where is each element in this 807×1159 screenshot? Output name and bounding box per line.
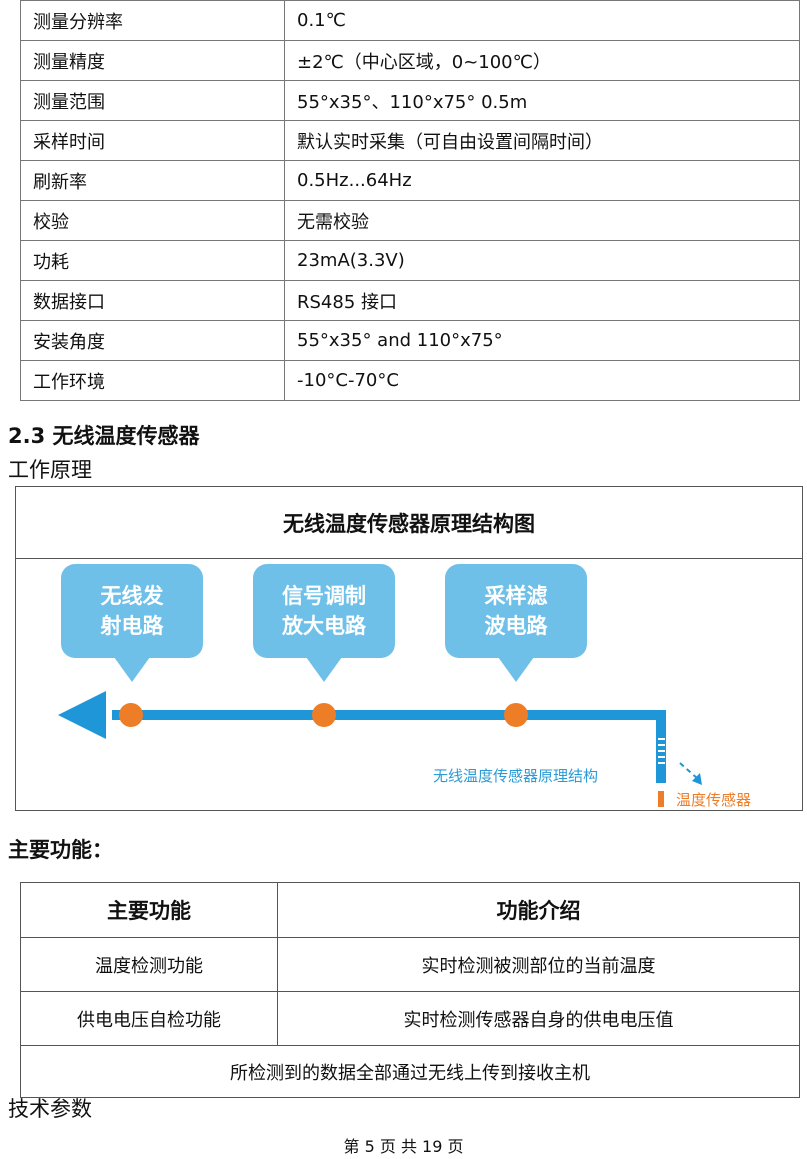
signal-line <box>112 710 666 783</box>
spec-label: 安装角度 <box>20 320 285 361</box>
function-name: 温度检测功能 <box>20 937 278 992</box>
header-description: 功能介绍 <box>277 882 800 938</box>
spec-label: 数据接口 <box>20 280 285 321</box>
table-row: 校验无需校验 <box>20 200 800 241</box>
spec-label: 测量分辨率 <box>20 0 285 41</box>
spec-value: 55°x35°、110°x75° 0.5m <box>284 80 800 121</box>
spec-label: 测量精度 <box>20 40 285 81</box>
functions-table: 主要功能 功能介绍 温度检测功能 实时检测被测部位的当前温度 供电电压自检功能 … <box>20 882 800 1098</box>
sensor-probe-icon <box>658 791 664 807</box>
spec-value: RS485 接口 <box>284 280 800 321</box>
spec-value: 0.5Hz...64Hz <box>284 160 800 201</box>
node-dot <box>504 703 528 727</box>
spec-value: 23mA(3.3V) <box>284 240 800 281</box>
spec-value: 默认实时采集（可自由设置间隔时间） <box>284 120 800 161</box>
bubble-signal-modulation: 信号调制 放大电路 <box>253 564 395 682</box>
table-row: 供电电压自检功能 实时检测传感器自身的供电电压值 <box>20 991 800 1046</box>
spec-label: 刷新率 <box>20 160 285 201</box>
subsection-title: 工作原理 <box>8 458 92 482</box>
function-name: 供电电压自检功能 <box>20 991 278 1046</box>
function-description: 实时检测传感器自身的供电电压值 <box>277 991 800 1046</box>
tech-params-heading: 技术参数 <box>8 1097 92 1121</box>
sensor-coil-icon <box>658 738 665 764</box>
spec-label: 测量范围 <box>20 80 285 121</box>
principle-diagram: 无线温度传感器原理结构图 无线发 射电路 信号调制 放大电路 采样滤 波电路 无… <box>15 486 803 811</box>
functions-heading: 主要功能： <box>8 838 113 862</box>
spec-value: 55°x35° and 110°x75° <box>284 320 800 361</box>
sensor-label: 温度传感器 <box>676 791 752 809</box>
diagram-caption: 无线温度传感器原理结构 <box>433 767 599 785</box>
summary-row: 所检测到的数据全部通过无线上传到接收主机 <box>20 1045 800 1098</box>
signal-path-graphic <box>58 691 702 807</box>
header-function: 主要功能 <box>20 882 278 938</box>
table-row: 温度检测功能 实时检测被测部位的当前温度 <box>20 937 800 992</box>
bubble-sampling-filter: 采样滤 波电路 <box>445 564 587 682</box>
table-row: 所检测到的数据全部通过无线上传到接收主机 <box>20 1045 800 1098</box>
node-dot <box>312 703 336 727</box>
bubble-wireless-transmit: 无线发 射电路 <box>61 564 203 682</box>
diagram-title: 无线温度传感器原理结构图 <box>16 487 802 559</box>
spec-label: 工作环境 <box>20 360 285 401</box>
functions-header-row: 主要功能 功能介绍 <box>20 882 800 938</box>
pointer-arrow-icon <box>679 762 699 780</box>
spec-label: 校验 <box>20 200 285 241</box>
page-footer: 第 5 页 共 19 页 <box>343 1137 464 1156</box>
spec-label: 采样时间 <box>20 120 285 161</box>
spec-value: 0.1℃ <box>284 0 800 41</box>
spec-value: -10°C-70°C <box>284 360 800 401</box>
table-row: 测量精度±2℃（中心区域，0~100℃） <box>20 40 800 81</box>
table-row: 工作环境-10°C-70°C <box>20 360 800 401</box>
spec-label: 功耗 <box>20 240 285 281</box>
arrow-head-icon <box>58 691 106 739</box>
function-description: 实时检测被测部位的当前温度 <box>277 937 800 992</box>
table-row: 采样时间默认实时采集（可自由设置间隔时间） <box>20 120 800 161</box>
section-title: 2.3 无线温度传感器 <box>8 424 200 448</box>
spec-value: ±2℃（中心区域，0~100℃） <box>284 40 800 81</box>
spec-value: 无需校验 <box>284 200 800 241</box>
node-dot <box>119 703 143 727</box>
